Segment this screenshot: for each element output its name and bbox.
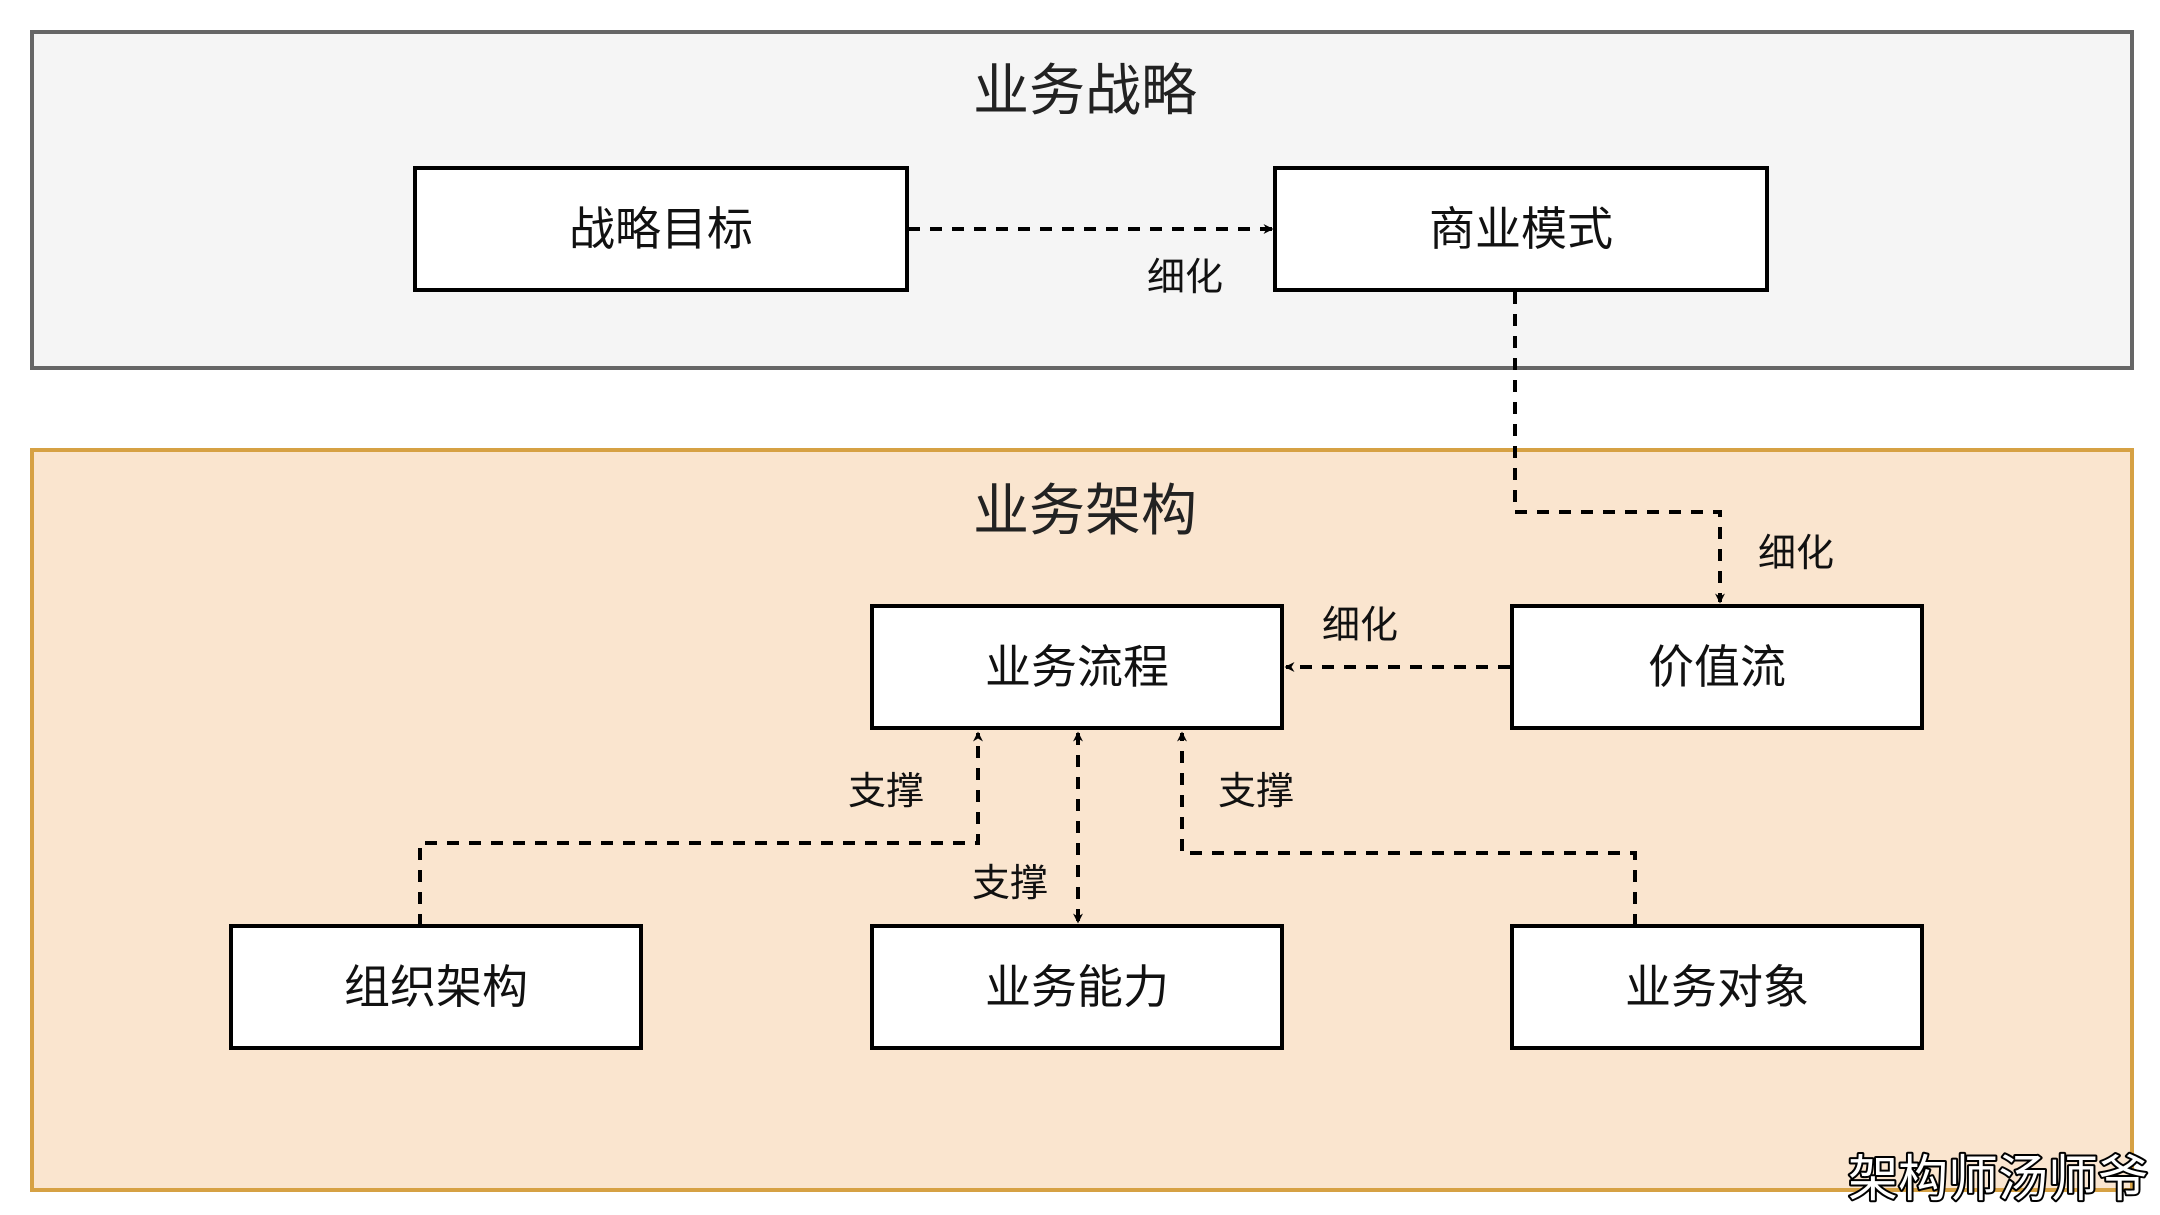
node-business-process-label: 业务流程 (985, 640, 1169, 694)
node-business-model: 商业模式 (1273, 166, 1769, 292)
node-organization-label: 组织架构 (344, 960, 528, 1014)
node-value-stream-label: 价值流 (1648, 640, 1786, 694)
node-organization: 组织架构 (229, 924, 643, 1050)
edge-label-model-to-value-stream: 细化 (1758, 531, 1834, 575)
architecture-container-title: 业务架构 (973, 479, 1197, 544)
edge-label-object-to-process: 支撑 (1218, 769, 1294, 813)
edge-label-value-stream-to-process: 细化 (1322, 603, 1398, 647)
node-strategic-goal-label: 战略目标 (569, 202, 753, 256)
edge-model-to-value-stream (1513, 292, 1725, 604)
edge-organization-to-process (418, 731, 983, 926)
edge-label-organization-to-process: 支撑 (848, 769, 924, 813)
node-business-model-label: 商业模式 (1429, 202, 1613, 256)
strategy-container: 业务战略 (30, 30, 2134, 370)
node-business-process: 业务流程 (870, 604, 1284, 730)
edge-label-goal-to-model: 细化 (1147, 255, 1223, 299)
watermark-text: 架构师汤师爷 (1848, 1150, 2148, 1208)
edge-labels: 细化 细化 细化 支撑 支撑 支撑 (848, 255, 1834, 905)
node-business-object: 业务对象 (1510, 924, 1924, 1050)
strategy-container-title: 业务战略 (973, 59, 1197, 124)
node-strategic-goal: 战略目标 (413, 166, 909, 292)
node-business-object-label: 业务对象 (1625, 960, 1809, 1014)
node-business-capability: 业务能力 (870, 924, 1284, 1050)
edges (418, 224, 1725, 926)
node-business-capability-label: 业务能力 (985, 960, 1169, 1014)
edge-label-capability-to-process: 支撑 (972, 861, 1048, 905)
node-value-stream: 价值流 (1510, 604, 1924, 730)
